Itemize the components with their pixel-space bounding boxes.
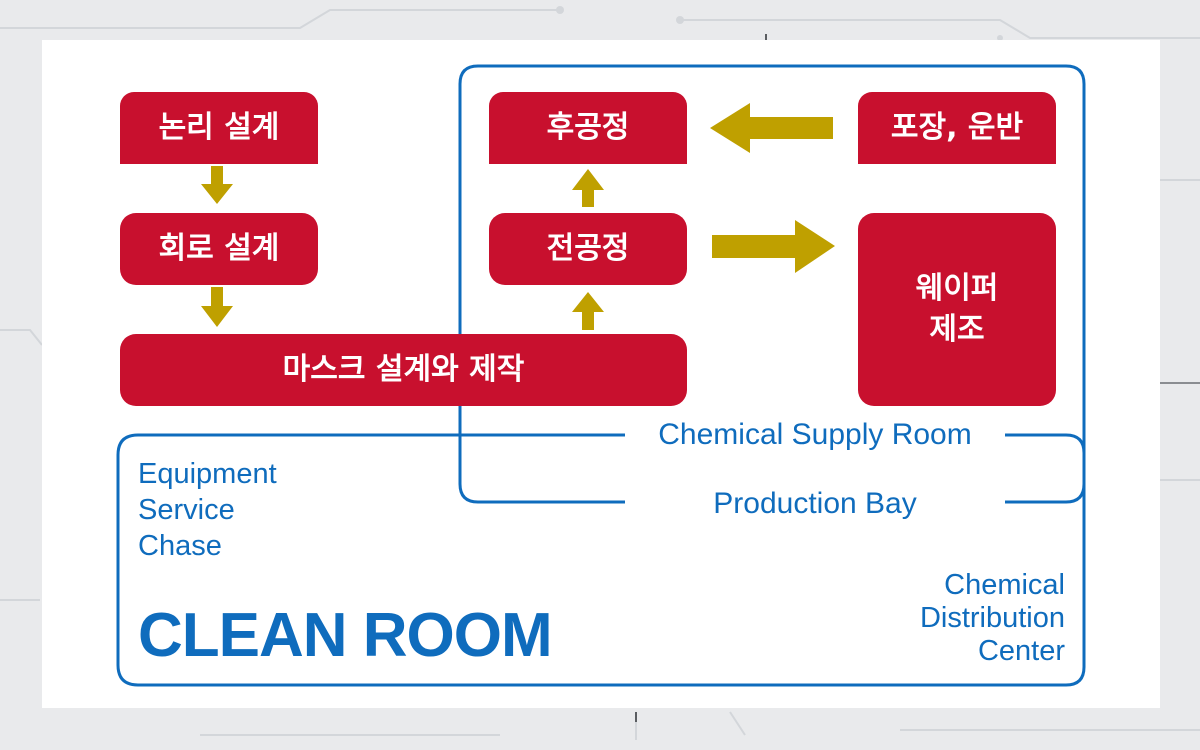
equipment-service-chase-label: Equipment Service Chase	[138, 458, 277, 562]
packaging-transport-label: 포장, 운반	[890, 109, 1024, 145]
logic-design-label: 논리 설계	[158, 109, 280, 145]
back-end-process-box: 후공정	[489, 92, 687, 164]
logic-design-box: 논리 설계	[120, 92, 318, 164]
wafer-manufacturing-label: 웨이퍼 제조	[915, 271, 999, 347]
chemical-supply-room-label: Chemical Supply Room	[658, 418, 972, 451]
packaging-transport-box: 포장, 운반	[858, 92, 1056, 164]
production-bay-label: Production Bay	[713, 487, 917, 520]
mask-design-label: 마스크 설계와 제작	[282, 351, 525, 387]
circuit-design-label: 회로 설계	[158, 230, 280, 266]
clean-room-label: CLEAN ROOM	[138, 601, 553, 670]
chemical-distribution-center-label: Chemical Distribution Center	[919, 569, 1065, 667]
wafer-manufacturing-box: 웨이퍼 제조	[858, 213, 1056, 406]
mask-design-box: 마스크 설계와 제작	[120, 334, 687, 406]
circuit-design-box: 회로 설계	[120, 213, 318, 285]
front-end-process-box: 전공정	[489, 213, 687, 285]
back-end-process-label: 후공정	[546, 109, 630, 145]
front-end-process-label: 전공정	[546, 230, 630, 266]
